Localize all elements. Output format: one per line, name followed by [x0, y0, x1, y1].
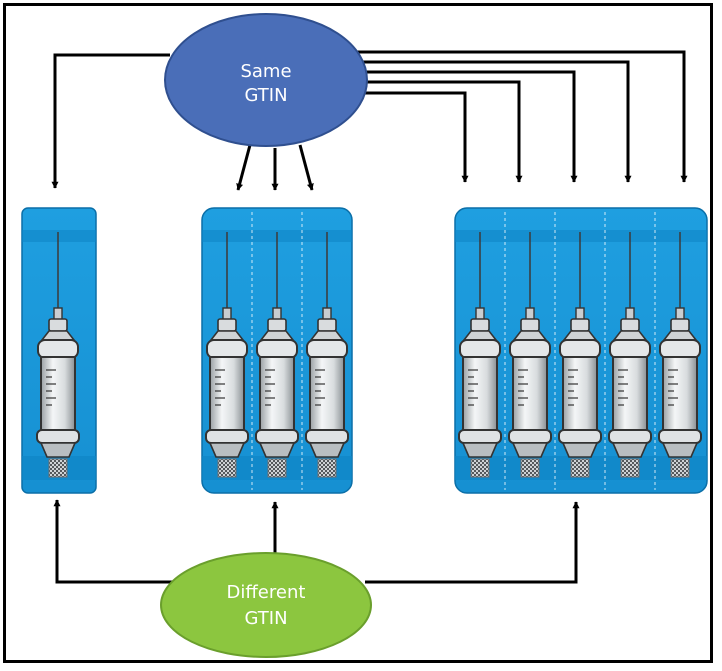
barcode-icon: [470, 458, 490, 478]
different-gtin-ellipse: [160, 552, 372, 658]
arrow-to-5pack-1: [360, 91, 469, 183]
same-gtin-node: Same GTIN: [164, 13, 368, 147]
barcode-icon: [217, 458, 237, 478]
barcode-icon: [317, 458, 337, 478]
arrow-to-3pack-1: [236, 144, 252, 191]
barcode-icon: [670, 458, 690, 478]
barcode-icon: [620, 458, 640, 478]
same-gtin-label-line1: Same: [240, 61, 291, 82]
same-gtin-label-line2: GTIN: [244, 85, 287, 106]
arrow-to-5pack-5: [355, 50, 688, 183]
different-gtin-arrows: [53, 499, 580, 584]
arrow-to-5pack-3: [363, 70, 578, 183]
single-pack: [21, 207, 97, 494]
barcode-icon: [520, 458, 540, 478]
arrow-to-3pack-3: [298, 144, 314, 191]
barcode-icon: [267, 458, 287, 478]
same-gtin-arrows: [51, 50, 688, 191]
arrow-to-single-pack: [51, 53, 170, 189]
three-pack: [201, 207, 353, 494]
arrow-to-5pack-4: [360, 60, 632, 183]
arrow-to-5pack-2: [363, 80, 523, 183]
barcode-icon: [570, 458, 590, 478]
different-gtin-label-line2: GTIN: [244, 608, 287, 629]
arrow-diff-to-5pack: [365, 501, 580, 584]
different-gtin-node: Different GTIN: [160, 552, 372, 658]
different-gtin-label-line1: Different: [227, 582, 306, 603]
five-pack: [454, 207, 708, 494]
diagram-border: [3, 3, 713, 663]
arrow-diff-to-single-pack: [53, 499, 175, 584]
same-gtin-ellipse: [164, 13, 368, 147]
barcode-icon: [48, 458, 68, 478]
